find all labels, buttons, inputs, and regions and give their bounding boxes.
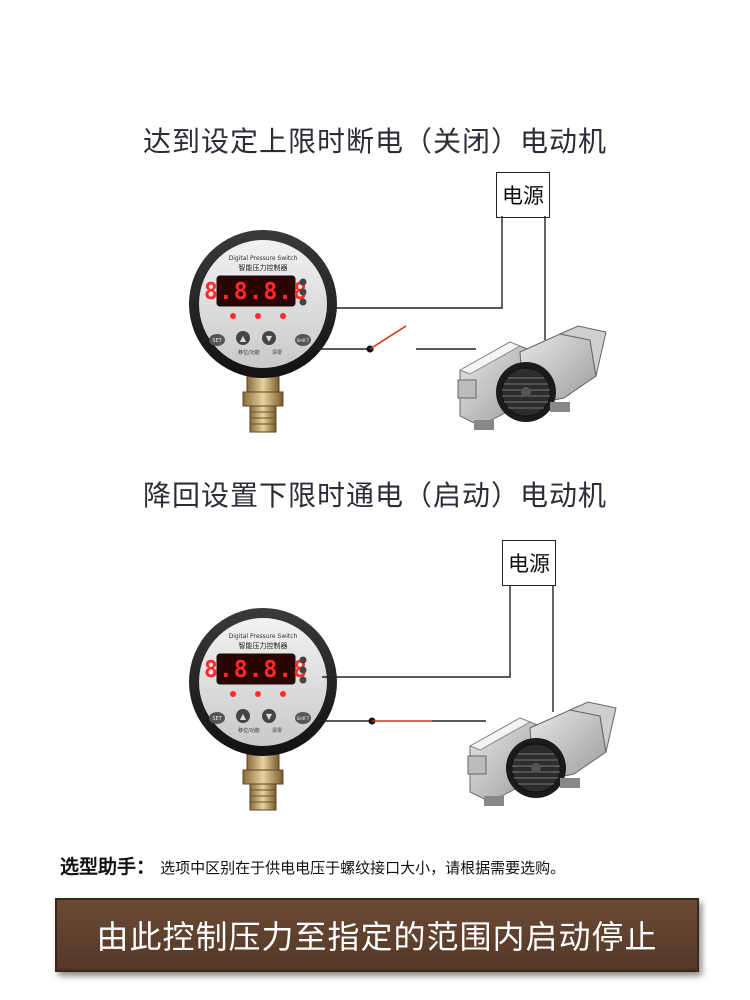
wire-power-to-controller-1	[335, 216, 503, 309]
vacuum-pump-1	[457, 325, 607, 431]
section2-title: 降回设置下限时通电（启动）电动机	[142, 479, 607, 512]
power-source-box-1: 电源	[496, 172, 550, 218]
selection-helper: 选型助手： 选项中区别在于供电电压于螺纹接口大小，请根据需要选购。	[60, 852, 730, 879]
section1-title: 达到设定上限时断电（关闭）电动机	[142, 125, 607, 158]
switch-blade-open	[369, 325, 407, 350]
helper-label: 选型助手：	[60, 856, 156, 878]
power-source-box-2: 电源	[502, 540, 556, 586]
helper-text: 选项中区别在于供电电压于螺纹接口大小，请根据需要选购。	[160, 859, 566, 877]
bottom-banner: 由此控制压力至指定的范围内启动停止	[55, 898, 699, 972]
pressure-controller-1	[188, 229, 338, 433]
pressure-controller-2	[188, 607, 338, 811]
wire-power-to-controller-2	[322, 586, 511, 678]
vacuum-pump-2	[467, 701, 617, 807]
